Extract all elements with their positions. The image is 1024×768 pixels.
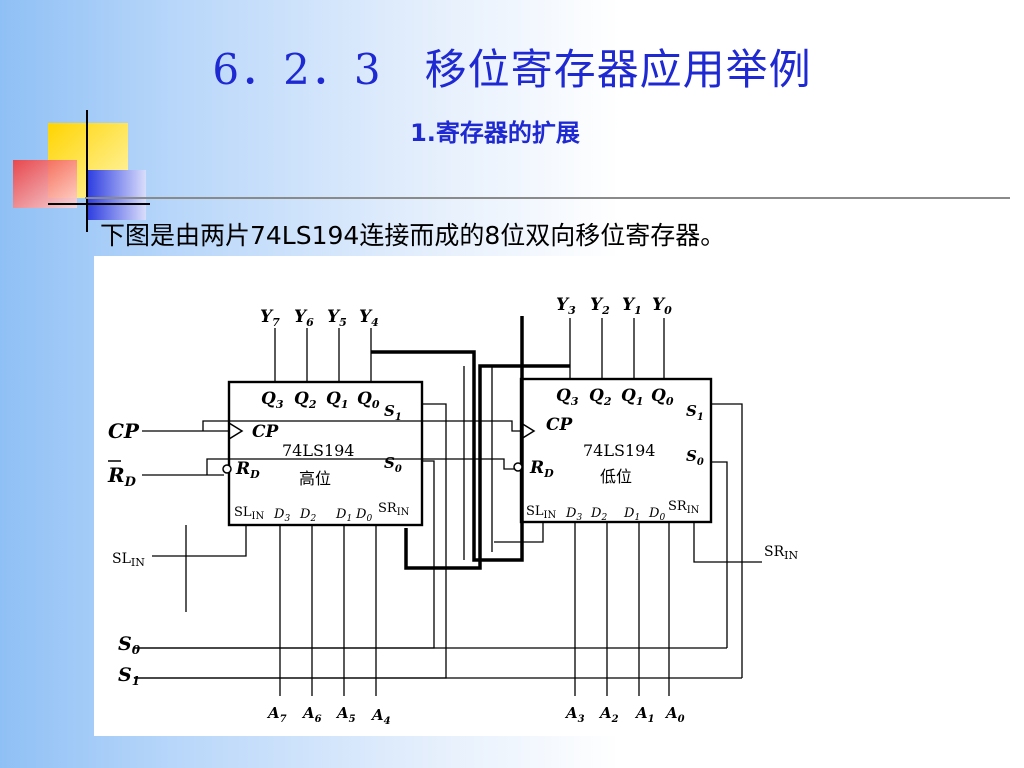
label-cp-in: CP xyxy=(108,419,140,443)
deco-blue-square xyxy=(88,170,146,220)
label-slin-in: SLIN xyxy=(112,551,145,569)
label-srin-in: SRIN xyxy=(764,544,798,562)
label-a7: A7 xyxy=(266,704,287,725)
slide-subtitle: 1.寄存器的扩展 xyxy=(410,119,580,147)
label-s1-in: S1 xyxy=(118,664,140,688)
label-a0: A0 xyxy=(664,704,685,725)
chip-high-output-leads xyxy=(274,328,372,382)
label-y6: Y6 xyxy=(294,307,314,329)
chip-low-body xyxy=(519,377,713,524)
chip-low-cp: CP xyxy=(546,415,574,435)
label-y5: Y5 xyxy=(327,307,347,329)
chip-high-input-leads xyxy=(152,525,377,696)
chip-high-body xyxy=(227,380,424,527)
mode-select-lines xyxy=(134,403,743,679)
chip-low-output-leads xyxy=(569,318,665,379)
label-y1: Y1 xyxy=(622,295,642,317)
label-a2: A2 xyxy=(598,704,619,725)
chip-low-input-leads xyxy=(494,522,762,696)
label-a3: A3 xyxy=(564,704,585,725)
reset-line xyxy=(142,458,523,476)
chip-high-cp: CP xyxy=(252,422,280,442)
chip-low-part: 74LS194 xyxy=(583,441,655,460)
deco-red-square xyxy=(13,160,77,208)
label-rd-in: RD xyxy=(107,463,137,490)
label-a1: A1 xyxy=(634,704,655,725)
label-s0-in: S0 xyxy=(118,633,141,657)
label-a6: A6 xyxy=(301,704,322,725)
shift-register-circuit-diagram: Q3 Q2 Q1 Q0 S1 S0 CP RD 74LS194 高位 SLIN … xyxy=(94,256,820,736)
label-y3: Y3 xyxy=(556,295,576,317)
label-y0: Y0 xyxy=(652,295,672,317)
label-a4: A4 xyxy=(370,706,391,727)
label-y7: Y7 xyxy=(260,307,280,329)
chip-low-role: 低位 xyxy=(600,467,632,486)
label-y2: Y2 xyxy=(590,295,610,317)
divider-line xyxy=(85,197,1010,199)
clock-line xyxy=(142,420,536,441)
label-y4: Y4 xyxy=(359,307,379,329)
decorative-squares xyxy=(0,0,160,240)
cascade-connections xyxy=(371,316,570,570)
slide-title: 6．2．3 移位寄存器应用举例 xyxy=(212,45,812,94)
intro-text: 下图是由两片74LS194连接而成的8位双向移位寄存器。 xyxy=(100,221,726,250)
chip-high-role: 高位 xyxy=(299,469,331,488)
label-a5: A5 xyxy=(335,704,356,725)
chip-high-part: 74LS194 xyxy=(282,441,354,460)
